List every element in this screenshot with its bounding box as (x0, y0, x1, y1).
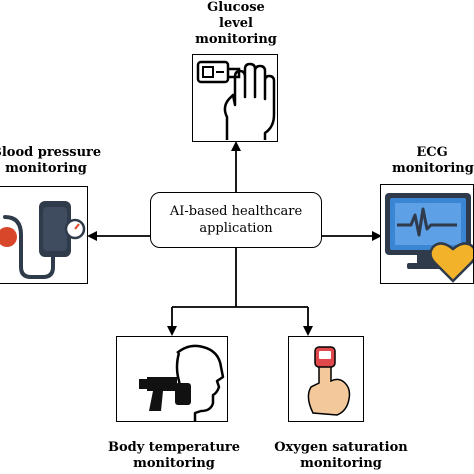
oxygen-label: Oxygen saturation monitoring (274, 440, 408, 471)
pulse-oximeter-finger-icon (307, 346, 351, 416)
glucose-meter-hand-icon (196, 60, 276, 140)
glucose-label: Glucose level monitoring (195, 0, 277, 47)
thermometer-gun-face-icon (139, 344, 225, 421)
ecg-node (380, 184, 474, 284)
body-temperature-node (116, 336, 228, 422)
center-node-label: AI-based healthcare application (169, 204, 303, 236)
blood-pressure-cuff-icon (0, 201, 86, 279)
ecg-monitor-heart-icon (385, 193, 473, 283)
oxygen-node (288, 336, 364, 422)
center-node: AI-based healthcare application (150, 192, 322, 248)
blood-pressure-label: Blood pressure monitoring (0, 145, 102, 176)
blood-pressure-node (0, 186, 88, 284)
body-temperature-label: Body temperature monitoring (107, 440, 241, 471)
glucose-node (192, 54, 278, 142)
ecg-label: ECG monitoring (392, 145, 474, 176)
